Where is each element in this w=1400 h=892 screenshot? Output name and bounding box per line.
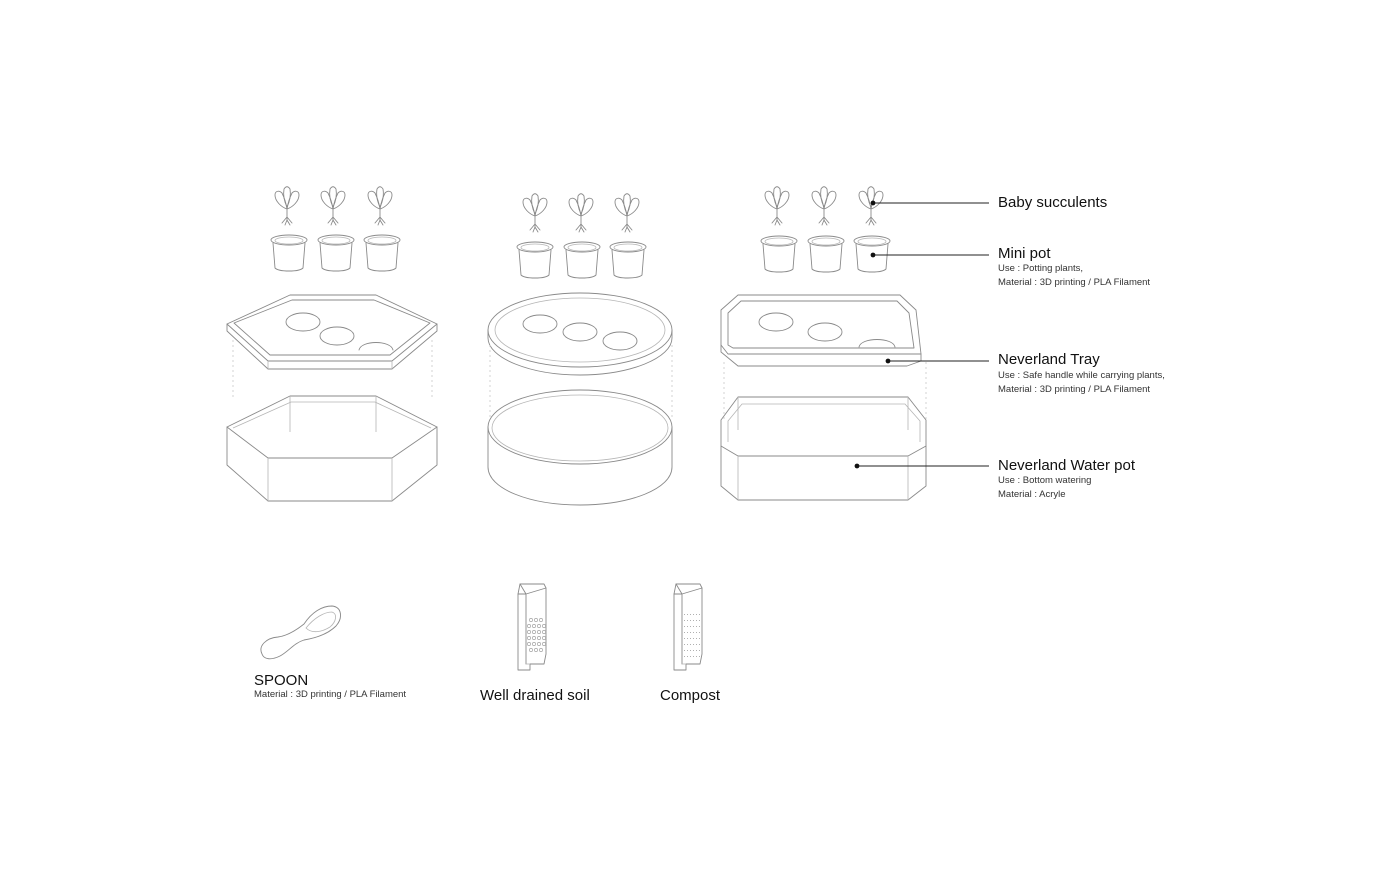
spoon-title: SPOON <box>254 672 309 689</box>
water-pot-material: Material : Acryle <box>998 489 1066 500</box>
compost-title: Compost <box>660 687 721 704</box>
round-set <box>487 193 673 506</box>
baby-succulents-title: Baby succulents <box>998 194 1108 211</box>
tray-material: Material : 3D printing / PLA Filament <box>998 384 1151 395</box>
mini-pot-material: Material : 3D printing / PLA Filament <box>998 277 1151 288</box>
water-pot-use: Use : Bottom watering <box>998 475 1092 486</box>
water-pot-title: Neverland Water pot <box>998 457 1136 474</box>
compost-bag-drawing <box>673 583 703 671</box>
mini-pot-title: Mini pot <box>998 245 1051 262</box>
soil-title: Well drained soil <box>480 687 590 704</box>
spoon-drawing <box>260 605 341 660</box>
octagon-set <box>720 186 927 501</box>
spoon-material: Material : 3D printing / PLA Filament <box>254 689 407 700</box>
mini-pot-use: Use : Potting plants, <box>998 263 1084 274</box>
soil-bag-drawing <box>517 583 547 671</box>
tray-title: Neverland Tray <box>998 351 1100 368</box>
hexagon-set <box>226 186 438 502</box>
leader-lines <box>854 200 989 469</box>
tray-use: Use : Safe handle while carrying plants, <box>998 370 1165 381</box>
